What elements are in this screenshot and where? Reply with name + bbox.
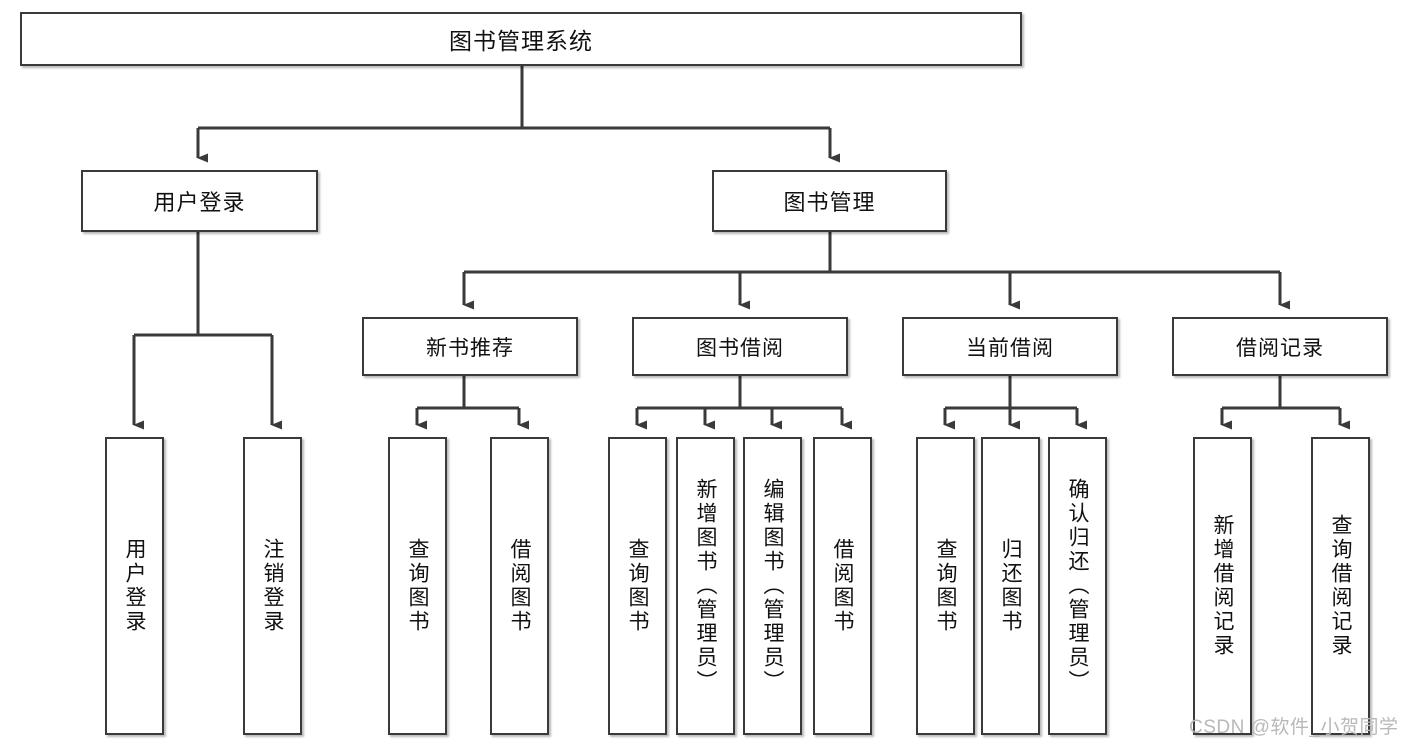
leaf-book-borrow-edit-book-admin[interactable]: 编辑图书（管理员） bbox=[743, 437, 802, 735]
node-root-book-management-system[interactable]: 图书管理系统 bbox=[20, 12, 1022, 66]
leaf-book-borrow-add-book-admin[interactable]: 新增图书（管理员） bbox=[676, 437, 735, 735]
leaf-borrow-record-add-record[interactable]: 新增借阅记录 bbox=[1193, 437, 1252, 735]
node-label: 用户登录 bbox=[123, 538, 146, 634]
node-label: 查询图书 bbox=[934, 538, 957, 634]
leaf-user-login-logout[interactable]: 注销登录 bbox=[243, 437, 302, 735]
csdn-watermark: CSDN @软件_小贺同学 bbox=[1189, 717, 1399, 738]
node-label: 查询借阅记录 bbox=[1329, 514, 1352, 658]
node-label: 借阅记录 bbox=[1236, 336, 1324, 360]
node-new-book-recommend[interactable]: 新书推荐 bbox=[362, 317, 578, 376]
node-book-borrow[interactable]: 图书借阅 bbox=[632, 317, 848, 376]
leaf-borrow-record-query-record[interactable]: 查询借阅记录 bbox=[1311, 437, 1370, 735]
node-label: 借阅图书 bbox=[508, 538, 531, 634]
node-label: 新书推荐 bbox=[426, 336, 514, 360]
leaf-current-borrow-query-book[interactable]: 查询图书 bbox=[916, 437, 975, 735]
node-label: 新增图书（管理员） bbox=[694, 478, 717, 694]
node-label: 查询图书 bbox=[406, 538, 429, 634]
leaf-user-login-login[interactable]: 用户登录 bbox=[105, 437, 164, 735]
leaf-current-borrow-return-book[interactable]: 归还图书 bbox=[981, 437, 1040, 735]
node-label: 图书借阅 bbox=[696, 336, 784, 360]
node-label: 查询图书 bbox=[626, 538, 649, 634]
node-label: 注销登录 bbox=[261, 538, 284, 634]
node-label: 图书管理系统 bbox=[449, 28, 593, 54]
node-label: 编辑图书（管理员） bbox=[761, 478, 784, 694]
leaf-new-book-query-book[interactable]: 查询图书 bbox=[388, 437, 447, 735]
node-label: 图书管理 bbox=[783, 190, 876, 215]
node-borrow-record[interactable]: 借阅记录 bbox=[1172, 317, 1388, 376]
node-user-login[interactable]: 用户登录 bbox=[81, 170, 318, 232]
node-label: 新增借阅记录 bbox=[1211, 514, 1234, 658]
node-label: 确认归还（管理员） bbox=[1066, 478, 1089, 694]
node-book-management[interactable]: 图书管理 bbox=[712, 170, 947, 232]
leaf-book-borrow-borrow-book[interactable]: 借阅图书 bbox=[813, 437, 872, 735]
node-label: 用户登录 bbox=[153, 190, 246, 215]
leaf-book-borrow-query-book[interactable]: 查询图书 bbox=[608, 437, 667, 735]
node-current-borrow[interactable]: 当前借阅 bbox=[902, 317, 1118, 376]
node-label: 借阅图书 bbox=[831, 538, 854, 634]
leaf-new-book-borrow-book[interactable]: 借阅图书 bbox=[490, 437, 549, 735]
node-label: 归还图书 bbox=[999, 538, 1022, 634]
leaf-current-borrow-confirm-return-admin[interactable]: 确认归还（管理员） bbox=[1048, 437, 1107, 735]
node-label: 当前借阅 bbox=[966, 336, 1054, 360]
